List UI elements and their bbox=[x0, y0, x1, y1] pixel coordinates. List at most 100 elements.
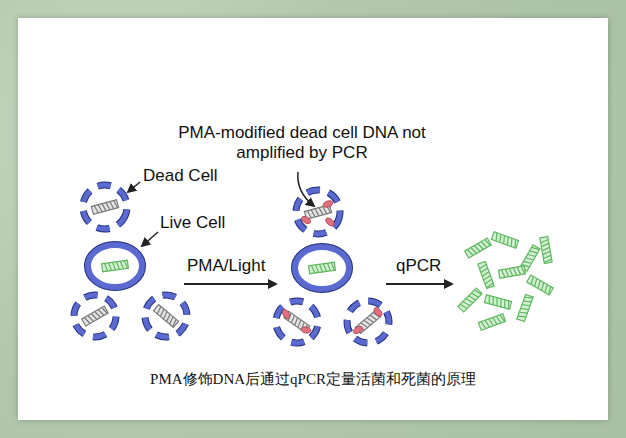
dna-rung bbox=[120, 261, 123, 269]
dna-rung bbox=[509, 268, 512, 276]
dna-rung bbox=[483, 276, 491, 281]
dna-rung bbox=[542, 247, 550, 250]
dna-rung bbox=[479, 264, 487, 269]
dna-body bbox=[491, 232, 518, 248]
pma-molecule bbox=[281, 308, 291, 320]
dna-rung bbox=[474, 289, 481, 296]
dna-rung bbox=[296, 320, 302, 328]
dna-rung bbox=[331, 262, 334, 270]
dna-body bbox=[527, 275, 554, 295]
dna-rung bbox=[293, 318, 299, 326]
dna-rung bbox=[543, 255, 551, 258]
dna-strand bbox=[82, 306, 109, 326]
dead-cell bbox=[339, 293, 396, 350]
dna-rung bbox=[316, 265, 319, 273]
dna-rung bbox=[509, 238, 514, 246]
dna-strand bbox=[517, 294, 533, 321]
dna-rung bbox=[518, 314, 526, 319]
dna-rung bbox=[547, 287, 553, 295]
dna-strand bbox=[102, 260, 129, 272]
dna-strand bbox=[499, 266, 526, 278]
dna-rung bbox=[540, 283, 546, 291]
dna-rung bbox=[105, 263, 108, 271]
dna-rung bbox=[159, 309, 166, 316]
dna-strand bbox=[478, 261, 494, 288]
dna-strand bbox=[465, 238, 492, 258]
dna-rung bbox=[106, 202, 110, 210]
dna-rung bbox=[505, 269, 508, 277]
dead-cell bbox=[293, 187, 344, 238]
dna-rung bbox=[114, 200, 118, 208]
dna-rung bbox=[544, 259, 552, 262]
caption: PMA修饰DNA后通过qPCR定量活菌和死菌的原理 bbox=[18, 370, 608, 389]
dna-rung bbox=[168, 317, 175, 324]
dna-body bbox=[478, 261, 494, 288]
pma-molecule bbox=[322, 199, 333, 208]
white-panel bbox=[18, 18, 608, 420]
dna-rung bbox=[526, 256, 534, 262]
dna-body bbox=[309, 262, 336, 274]
dna-rung bbox=[94, 205, 98, 213]
dna-rung bbox=[517, 267, 520, 275]
dna-body bbox=[478, 314, 505, 330]
dna-rung bbox=[487, 296, 491, 304]
dna-rung bbox=[110, 201, 114, 209]
dna-strand bbox=[540, 237, 552, 264]
dna-rung bbox=[319, 207, 323, 215]
dna-strand bbox=[91, 200, 118, 214]
dna-rung bbox=[102, 307, 108, 315]
dna-rung bbox=[542, 251, 550, 254]
dna-rung bbox=[312, 265, 315, 273]
dna-rung bbox=[481, 321, 486, 329]
dna-rung bbox=[536, 281, 542, 289]
dna-rung bbox=[489, 318, 494, 326]
pma-molecule bbox=[352, 325, 364, 335]
dna-rung bbox=[513, 240, 518, 248]
membrane bbox=[293, 187, 344, 238]
membrane bbox=[77, 179, 133, 235]
cell-label: Live Cell bbox=[160, 213, 225, 233]
dna-rung bbox=[521, 307, 529, 312]
dna-rung bbox=[323, 263, 326, 271]
dna-rung bbox=[519, 310, 527, 315]
dna-rung bbox=[533, 279, 539, 287]
dna-rung bbox=[499, 299, 503, 307]
dna-strand bbox=[484, 295, 511, 309]
dead-cell bbox=[136, 286, 195, 345]
dna-strand bbox=[527, 275, 554, 295]
dna-rung bbox=[494, 233, 499, 241]
dna-rung bbox=[485, 320, 490, 328]
dead-cell bbox=[270, 295, 324, 349]
pma-molecule bbox=[324, 216, 336, 227]
dna-rung bbox=[480, 268, 488, 273]
membrane-edge bbox=[270, 295, 324, 349]
process-arrow bbox=[386, 283, 452, 285]
dna-body bbox=[153, 305, 178, 328]
process-arrow bbox=[184, 283, 276, 285]
dna-rung bbox=[500, 314, 505, 322]
dna-rung bbox=[327, 263, 330, 271]
membrane-edge bbox=[293, 187, 344, 238]
dna-rung bbox=[507, 301, 511, 309]
dna-rung bbox=[503, 300, 507, 308]
dna-rung bbox=[523, 299, 531, 304]
live-membrane bbox=[88, 245, 142, 287]
dna-body bbox=[484, 295, 511, 309]
dna-rung bbox=[162, 312, 169, 319]
dna-rung bbox=[112, 262, 115, 270]
membrane bbox=[339, 293, 396, 350]
dna-strand bbox=[153, 305, 178, 328]
pma-molecule bbox=[300, 215, 312, 225]
dna-rung bbox=[486, 283, 494, 288]
dna-rung bbox=[501, 269, 504, 277]
dna-rung bbox=[124, 260, 127, 268]
membrane-edge bbox=[66, 287, 123, 344]
membrane bbox=[270, 295, 324, 349]
dna-rung bbox=[524, 259, 532, 265]
dna-rung bbox=[525, 295, 533, 300]
pma-molecule bbox=[372, 306, 383, 318]
dna-rung bbox=[311, 209, 315, 217]
callout-label: PMA-modified dead cell DNA not amplified… bbox=[178, 123, 426, 164]
dna-body bbox=[91, 200, 118, 214]
dna-rung bbox=[116, 261, 119, 269]
